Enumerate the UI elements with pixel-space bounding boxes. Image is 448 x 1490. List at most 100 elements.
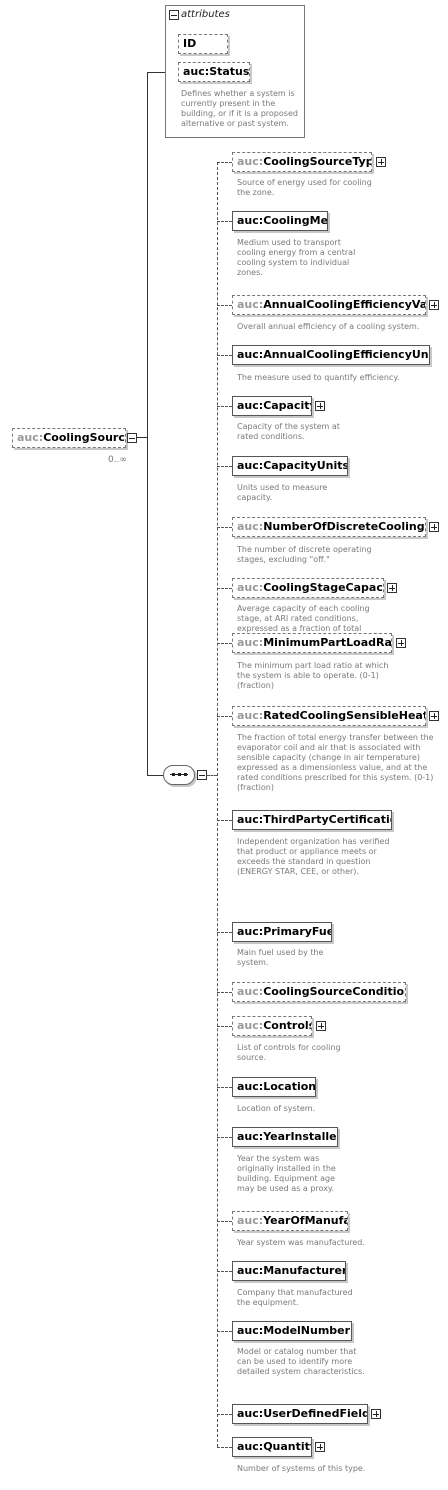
element-prefix: auc: <box>237 1019 264 1032</box>
element-name: Quantity <box>263 1440 312 1453</box>
element-name: CoolingSourceCondition <box>263 985 406 998</box>
element-prefix: auc: <box>237 985 264 998</box>
element-name: NumberOfDiscreteCooling... <box>263 520 426 533</box>
element-description: Year system was manufactured. <box>237 1238 365 1247</box>
connector-line <box>217 932 232 933</box>
element-prefix: auc: <box>237 813 264 826</box>
element-primary-fuel[interactable]: auc:PrimaryFuel <box>232 922 332 942</box>
attribute-description: Defines whether a system is currently pr… <box>181 89 298 128</box>
expand-icon[interactable] <box>316 1021 326 1031</box>
connector-line <box>217 162 232 163</box>
connector-line <box>217 355 232 356</box>
root-element-node[interactable]: auc:CoolingSource <box>12 428 126 448</box>
element-number-of-discrete-cooling-stages[interactable]: auc:NumberOfDiscreteCooling... <box>232 517 426 537</box>
element-name: RatedCoolingSensibleHeat... <box>263 709 426 722</box>
element-prefix: auc: <box>237 1214 264 1227</box>
element-description: Independent organization has verified th… <box>237 837 390 876</box>
element-name: UserDefinedFields <box>263 1407 368 1420</box>
root-cardinality: 0..∞ <box>108 455 127 465</box>
connector-line <box>137 437 147 438</box>
element-rated-cooling-sensible-heat-ratio[interactable]: auc:RatedCoolingSensibleHeat... <box>232 706 426 726</box>
connector-line <box>217 466 232 467</box>
element-location[interactable]: auc:Location <box>232 1077 316 1097</box>
attribute-status-node[interactable]: auc:Status <box>178 62 250 82</box>
element-prefix: auc: <box>237 298 264 311</box>
connector-line <box>217 1026 232 1027</box>
element-year-of-manufacture[interactable]: auc:YearOfManufacture <box>232 1211 348 1231</box>
element-name: Controls <box>263 1019 312 1032</box>
expand-icon[interactable] <box>396 638 406 648</box>
element-description: Capacity of the system at rated conditio… <box>237 422 340 441</box>
element-description: Year the system was originally installed… <box>237 1154 336 1193</box>
attribute-name: Status <box>209 65 250 78</box>
element-capacity[interactable]: auc:Capacity <box>232 396 312 416</box>
expand-icon[interactable] <box>376 157 386 167</box>
collapse-icon[interactable] <box>197 770 207 780</box>
connector-line <box>217 1414 232 1415</box>
root-name: CoolingSource <box>43 431 126 444</box>
connector-line <box>217 527 232 528</box>
element-description: Company that manufactured the equipment. <box>237 1288 353 1307</box>
element-description: Overall annual efficiency of a cooling s… <box>237 322 420 331</box>
element-annual-cooling-efficiency-units[interactable]: auc:AnnualCoolingEfficiencyUnits <box>232 345 430 365</box>
connector-line <box>217 1087 232 1088</box>
element-prefix: auc: <box>237 709 264 722</box>
collapse-icon[interactable] <box>127 433 137 443</box>
connector-line <box>217 1271 232 1272</box>
element-name: AnnualCoolingEfficiencyUnits <box>263 348 430 361</box>
element-cooling-source-type[interactable]: auc:CoolingSourceType <box>232 152 372 172</box>
element-year-installed[interactable]: auc:YearInstalled <box>232 1127 338 1147</box>
attributes-title: attributes <box>181 9 230 20</box>
element-name: PrimaryFuel <box>263 925 332 938</box>
connector-line <box>217 716 232 717</box>
element-prefix: auc: <box>237 1324 264 1337</box>
element-name: Location <box>263 1080 316 1093</box>
element-user-defined-fields[interactable]: auc:UserDefinedFields <box>232 1404 368 1424</box>
element-model-number[interactable]: auc:ModelNumber <box>232 1321 352 1341</box>
element-prefix: auc: <box>237 520 264 533</box>
element-description: Location of system. <box>237 1104 316 1113</box>
element-manufacturer[interactable]: auc:Manufacturer <box>232 1261 346 1281</box>
sequence-branch-line <box>217 162 218 1447</box>
element-prefix: auc: <box>237 1080 264 1093</box>
element-description: Source of energy used for cooling the zo… <box>237 178 372 197</box>
element-third-party-certification[interactable]: auc:ThirdPartyCertification <box>232 810 392 830</box>
connector-line <box>217 992 232 993</box>
expand-icon[interactable] <box>429 300 439 310</box>
element-name: CoolingStageCapacity <box>263 581 383 594</box>
element-name: ThirdPartyCertification <box>263 813 392 826</box>
sequence-dot <box>172 773 175 776</box>
element-name: ModelNumber <box>263 1324 351 1337</box>
element-name: Manufacturer <box>263 1264 346 1277</box>
element-minimum-part-load-ratio[interactable]: auc:MinimumPartLoadRatio <box>232 633 392 653</box>
element-description: The fraction of total energy transfer be… <box>237 733 434 792</box>
element-name: Capacity <box>263 399 312 412</box>
expand-icon[interactable] <box>429 711 439 721</box>
element-name: YearOfManufacture <box>263 1214 347 1227</box>
expand-icon[interactable] <box>315 1442 325 1452</box>
expand-icon[interactable] <box>371 1409 381 1419</box>
element-cooling-source-condition[interactable]: auc:CoolingSourceCondition <box>232 982 406 1002</box>
element-description: Medium used to transport cooling energy … <box>237 238 356 277</box>
element-cooling-medium[interactable]: auc:CoolingMedium <box>232 211 328 231</box>
element-name: AnnualCoolingEfficiencyVal... <box>263 298 426 311</box>
connector-line <box>147 72 148 775</box>
element-controls[interactable]: auc:Controls <box>232 1016 312 1036</box>
element-annual-cooling-efficiency-value[interactable]: auc:AnnualCoolingEfficiencyVal... <box>232 295 426 315</box>
attribute-id-node[interactable]: ID <box>178 34 228 54</box>
element-name: CoolingSourceType <box>263 155 372 168</box>
sequence-compositor-icon[interactable] <box>163 765 195 785</box>
element-prefix: auc: <box>237 1407 264 1420</box>
element-capacity-units[interactable]: auc:CapacityUnits <box>232 456 348 476</box>
element-description: The measure used to quantify efficiency. <box>237 373 400 382</box>
element-quantity[interactable]: auc:Quantity <box>232 1437 312 1457</box>
expand-icon[interactable] <box>387 583 397 593</box>
element-cooling-stage-capacity[interactable]: auc:CoolingStageCapacity <box>232 578 384 598</box>
connector-line <box>217 588 232 589</box>
connector-line <box>217 305 232 306</box>
expand-icon[interactable] <box>315 401 325 411</box>
connector-line <box>217 1447 232 1448</box>
collapse-icon[interactable] <box>169 10 179 20</box>
expand-icon[interactable] <box>429 522 439 532</box>
connector-line <box>217 1137 232 1138</box>
